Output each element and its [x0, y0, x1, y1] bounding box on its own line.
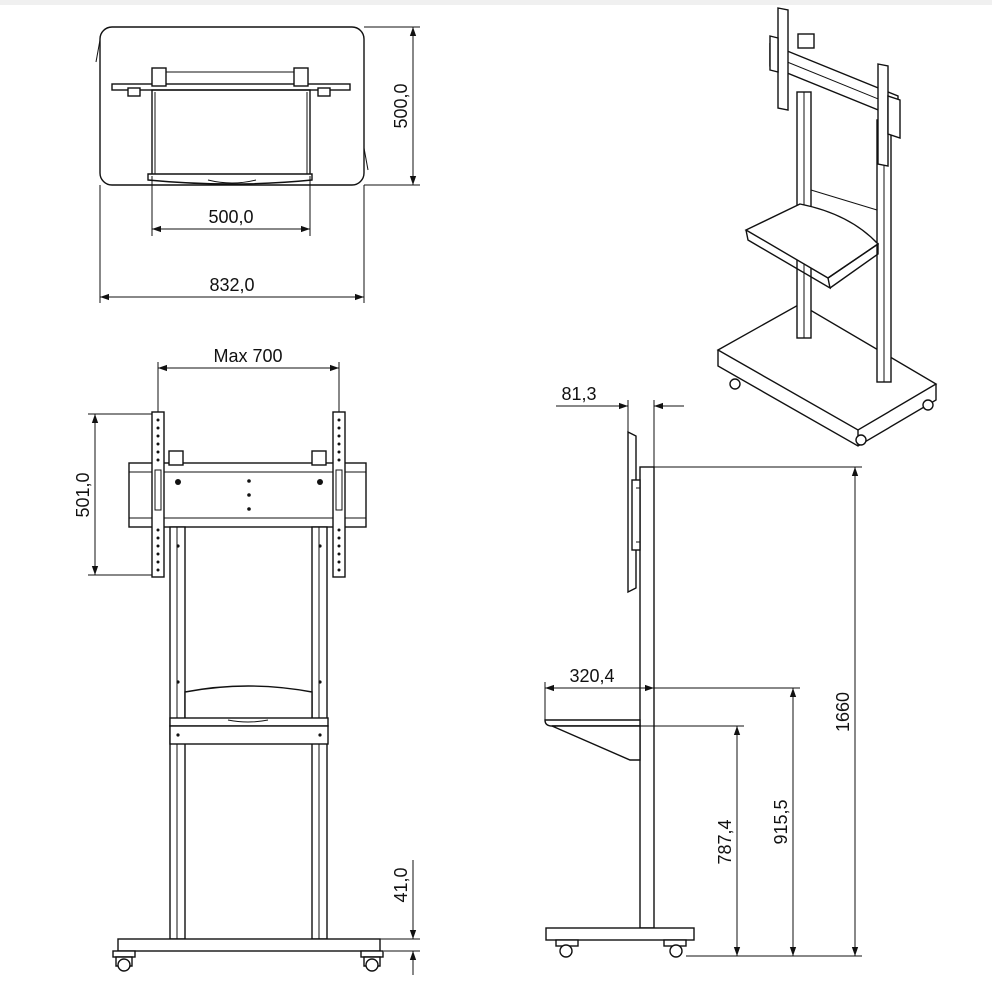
- front-mount-box: [128, 462, 367, 528]
- front-base: [117, 938, 381, 952]
- top-view-base-plate: [99, 26, 365, 186]
- top-view: 500,0 832,0 500,0: [95, 26, 420, 303]
- front-shelf-back: [184, 685, 313, 721]
- top-view-shelf-edge: [147, 173, 313, 185]
- side-base: [545, 927, 695, 941]
- side-view: 81,3 320,4 787,4 915,5 1660: [544, 384, 862, 958]
- dim-top-depth: 500,0: [391, 83, 411, 128]
- iso-bracket-left: [777, 7, 789, 111]
- iso-caster-2: [855, 434, 867, 446]
- iso-caster-1: [729, 378, 741, 390]
- front-caster-left: [112, 950, 136, 972]
- isometric-view: [716, 7, 938, 447]
- dim-front-base-height: 41,0: [391, 867, 411, 902]
- front-caster-right: [360, 950, 384, 972]
- iso-bracket-right: [877, 63, 889, 167]
- side-caster-right: [663, 939, 687, 958]
- top-view-mount-bar: [111, 83, 351, 91]
- dim-side-bracket-depth: 81,3: [561, 384, 596, 404]
- side-caster-left: [555, 939, 579, 958]
- dim-side-shelf-depth: 320,4: [569, 666, 614, 686]
- dim-top-inner-width: 500,0: [208, 207, 253, 227]
- iso-shelf: [744, 203, 880, 279]
- front-view: Max 700 501,0 41,0: [73, 346, 420, 975]
- top-strip: [0, 0, 992, 5]
- side-column: [639, 466, 655, 929]
- dim-side-total-height: 1660: [833, 692, 853, 732]
- dim-side-shelf-top: 915,5: [771, 799, 791, 844]
- front-shelf-bar: [169, 725, 329, 745]
- iso-base-plate: [716, 303, 938, 431]
- side-shelf-support: [551, 725, 641, 761]
- iso-caster-3: [922, 399, 934, 411]
- dim-top-overall-width: 832,0: [209, 275, 254, 295]
- dim-front-bracket-height: 501,0: [73, 472, 93, 517]
- side-shelf: [544, 719, 641, 727]
- dim-side-shelf-low: 787,4: [715, 819, 735, 864]
- dim-front-max-width: Max 700: [213, 346, 282, 366]
- front-bracket-holes: [156, 418, 341, 572]
